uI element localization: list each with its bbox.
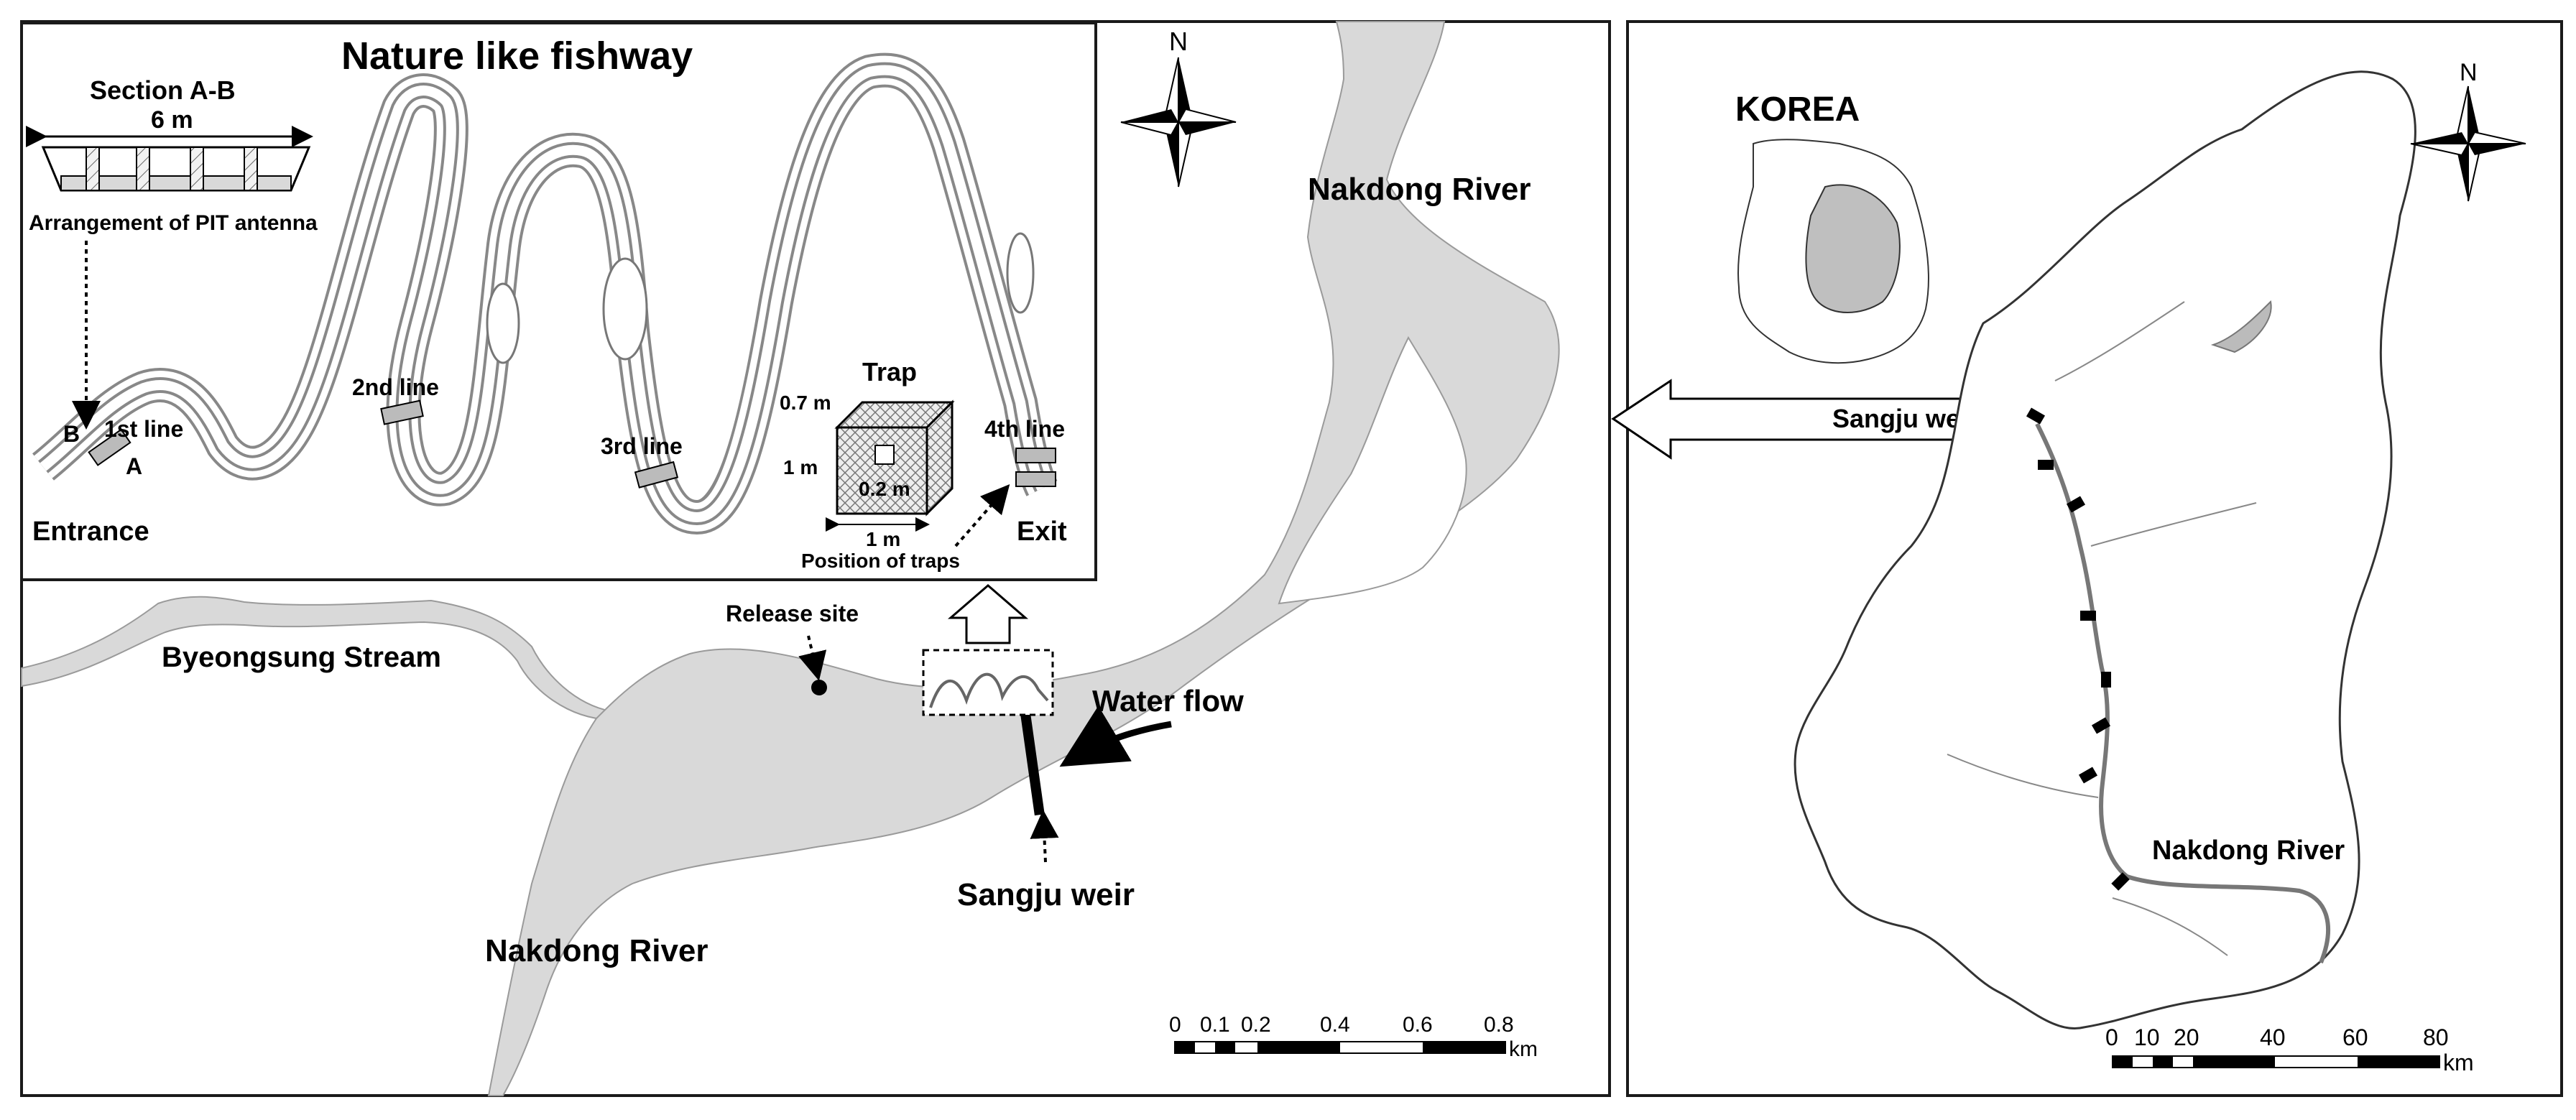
korea-highlight-region — [1805, 184, 1901, 313]
korea-label: KOREA — [1735, 91, 1860, 129]
left-map-panel: Release site Sangju weir Water flow Nakd… — [20, 20, 1611, 1097]
fishway-miniature-path — [929, 672, 1049, 708]
byeongsung-stream-label: Byeongsung Stream — [162, 642, 441, 673]
antenna-line-4a — [1015, 448, 1056, 463]
nakdong-river-lower-label: Nakdong River — [485, 933, 708, 968]
scale-tick-left-3: 0.4 — [1320, 1013, 1350, 1037]
trap-opening-label: 0.2 m — [859, 478, 910, 500]
section-title: Section A-B — [90, 75, 236, 105]
trap-position-label: Position of traps — [801, 550, 960, 572]
release-site-dot — [811, 680, 827, 695]
trap-height-label: 0.7 m — [780, 392, 831, 414]
scale-tick-left-4: 0.6 — [1403, 1013, 1433, 1037]
north-label-right: N — [2460, 59, 2478, 86]
antenna-line-4b — [1015, 471, 1056, 487]
scale-bar-right: 0 10 20 40 60 80 km — [2105, 1024, 2474, 1075]
sangju-weir-label-left: Sangju weir — [957, 877, 1135, 912]
river-island — [1278, 335, 1467, 605]
right-map-panel: KOREA Sangju weir Nakdong River — [1611, 20, 2563, 1097]
section-width-label: 6 m — [151, 106, 193, 134]
trap-diagram: Trap 0.7 m 1 m 0.2 m 1 m Position of tra… — [780, 357, 1010, 572]
nakdong-river-label-right: Nakdong River — [2152, 836, 2345, 866]
scale-tick-left-0: 0 — [1169, 1013, 1181, 1037]
antenna-line-2 — [380, 399, 424, 425]
north-arrow-right-icon: N — [2410, 59, 2526, 202]
fishway-inset-pointer — [947, 584, 1029, 644]
nakdong-river-channel — [487, 21, 1560, 1096]
fishway-title: Nature like fishway — [341, 34, 693, 78]
nakdong-river-upper-label: Nakdong River — [1308, 172, 1531, 207]
line-1-label: 1st line — [104, 416, 183, 442]
scale-tick-left-2: 0.2 — [1241, 1013, 1271, 1037]
trap-side-label: 1 m — [783, 456, 818, 478]
scale-tick-right-0: 0 — [2105, 1024, 2118, 1050]
scale-tick-right-4: 60 — [2342, 1024, 2368, 1050]
fishway-inset: Nature like fishway B A 1st line 2nd l — [20, 22, 1097, 581]
scale-tick-right-3: 40 — [2260, 1024, 2286, 1050]
exit-label: Exit — [1017, 517, 1067, 547]
scale-bar-left: 0 0.1 0.2 0.4 0.6 0.8 km — [1169, 1013, 1538, 1061]
line-3-label: 3rd line — [601, 433, 683, 459]
scale-tick-right-2: 20 — [2174, 1024, 2199, 1050]
line-4-label: 4th line — [984, 416, 1065, 442]
scale-tick-left-5: 0.8 — [1484, 1013, 1514, 1037]
eastern-reservoir — [2210, 300, 2272, 353]
antenna-line-3 — [634, 461, 679, 489]
scale-unit-right: km — [2443, 1050, 2474, 1075]
scale-tick-right-5: 80 — [2423, 1024, 2449, 1050]
fishway-channel — [32, 52, 1058, 535]
antenna-caption: Arrangement of PIT antenna — [29, 211, 318, 235]
trap-width-label: 1 m — [866, 528, 900, 550]
scale-unit-left: km — [1509, 1037, 1538, 1061]
sangju-weir-label-right: Sangju weir — [1832, 404, 1977, 433]
trap-title: Trap — [862, 357, 917, 387]
north-arrow-icon: N — [1120, 27, 1237, 188]
point-b-label: B — [63, 421, 80, 447]
release-site-label: Release site — [726, 601, 859, 626]
point-a-label: A — [126, 453, 142, 479]
weir-markers — [2026, 407, 2130, 891]
scale-tick-right-1: 10 — [2134, 1024, 2160, 1050]
scale-tick-left-1: 0.1 — [1200, 1013, 1230, 1037]
section-a-b-diagram: Section A-B 6 m Arrangement of PIT anten… — [26, 75, 318, 430]
water-flow-label: Water flow — [1092, 684, 1244, 718]
nakdong-mainstem — [2035, 422, 2330, 964]
release-site-pointer — [798, 635, 827, 681]
entrance-label: Entrance — [32, 517, 149, 547]
nakdong-basin-outline — [1793, 70, 2416, 1029]
line-2-label: 2nd line — [352, 374, 439, 400]
tributary-network — [1947, 301, 2257, 956]
antenna-line-1 — [88, 428, 131, 466]
sangju-weir-structure — [1017, 696, 1045, 816]
water-flow-arrow — [1059, 705, 1172, 767]
north-label-left: N — [1169, 27, 1188, 56]
